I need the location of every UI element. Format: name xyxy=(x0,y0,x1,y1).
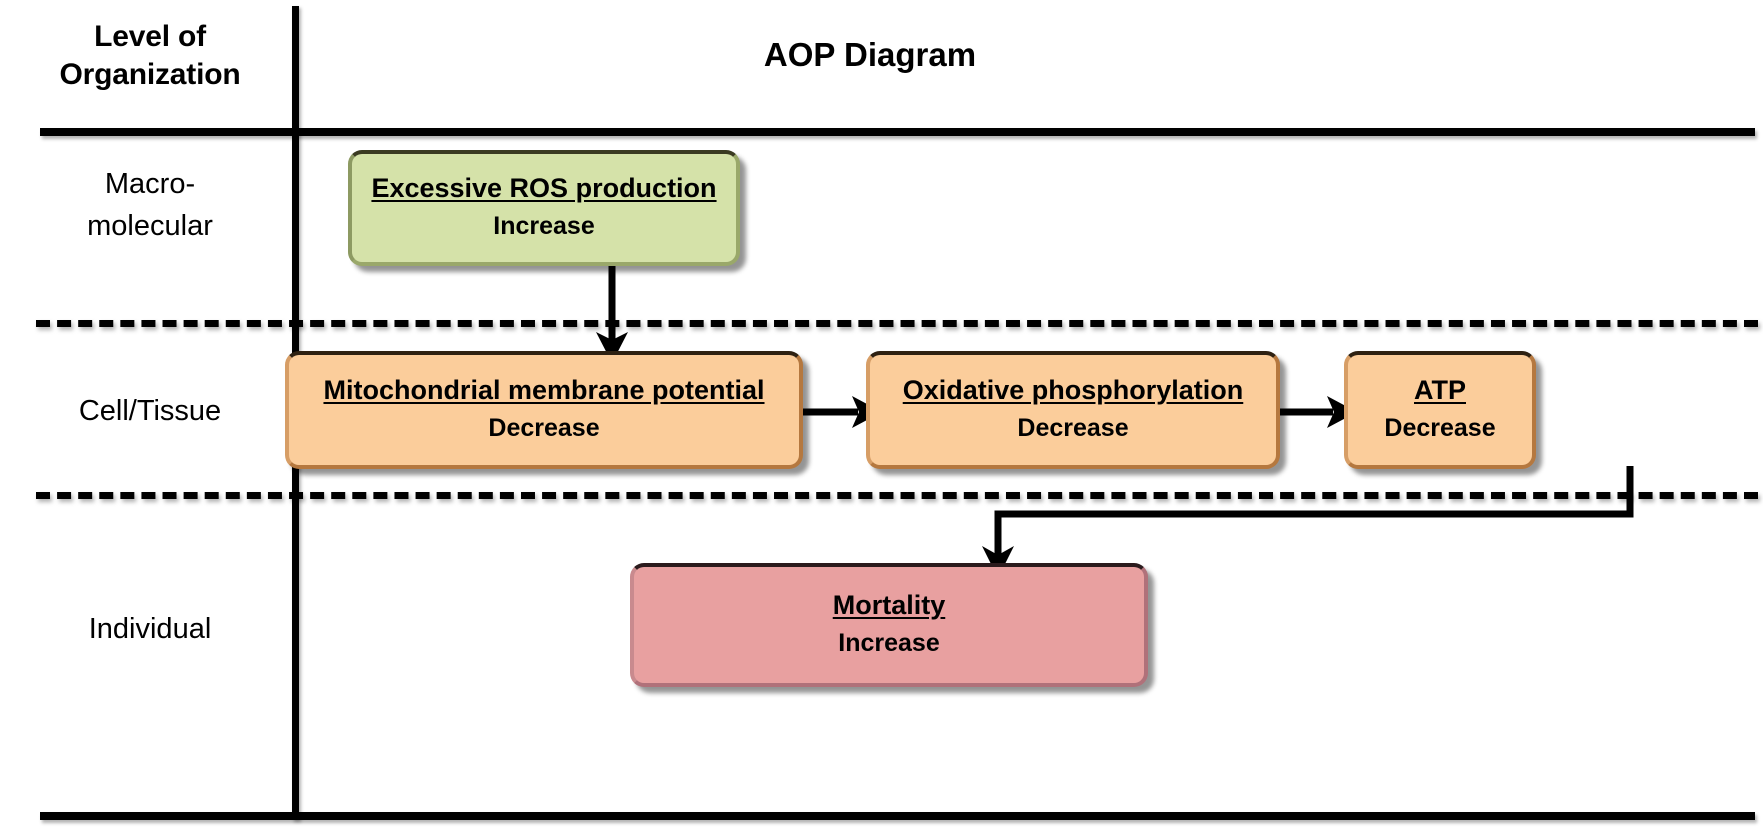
bottom-border-line xyxy=(40,812,1755,820)
node-direction-excessive-ros-production: Increase xyxy=(493,212,595,241)
node-title-mortality: Mortality xyxy=(832,590,946,621)
edge-oxidative-phosphorylation-to-atp xyxy=(1277,390,1367,434)
column-header-line-2: Organization xyxy=(59,58,241,92)
node-title-oxidative-phosphorylation: Oxidative phosphorylation xyxy=(902,375,1244,406)
node-oxidative-phosphorylation[interactable]: Oxidative phosphorylation Decrease xyxy=(866,351,1280,469)
level-label-macromolecular: Macro- molecular xyxy=(10,163,290,247)
node-atp[interactable]: ATP Decrease xyxy=(1344,351,1536,469)
node-mitochondrial-membrane-potential[interactable]: Mitochondrial membrane potential Decreas… xyxy=(285,351,803,469)
node-direction-mortality: Increase xyxy=(838,629,940,658)
edge-atp-to-mortality xyxy=(970,466,1670,586)
level-label-cell-tissue-line-1: Cell/Tissue xyxy=(78,395,222,427)
level-divider-cell-individual xyxy=(36,492,1758,499)
node-title-atp: ATP xyxy=(1414,375,1466,406)
node-excessive-ros-production[interactable]: Excessive ROS production Increase xyxy=(348,150,740,266)
node-direction-atp: Decrease xyxy=(1384,414,1496,443)
level-label-macromolecular-line-1: Macro- xyxy=(104,168,196,200)
level-label-individual: Individual xyxy=(10,608,290,650)
node-title-excessive-ros-production: Excessive ROS production xyxy=(371,173,717,204)
level-label-individual-line-1: Individual xyxy=(88,613,212,645)
edge-ros-to-mitochondrial-membrane-potential xyxy=(580,258,650,368)
level-divider-macromolecular-cell xyxy=(36,320,1758,327)
node-direction-mitochondrial-membrane-potential: Decrease xyxy=(488,414,600,443)
column-header-level-of-organization: Level of Organization xyxy=(10,18,290,95)
level-label-macromolecular-line-2: molecular xyxy=(87,210,213,243)
header-divider-line xyxy=(40,128,1755,136)
column-header-line-1: Level of xyxy=(94,20,206,53)
node-title-mitochondrial-membrane-potential: Mitochondrial membrane potential xyxy=(323,375,765,406)
page-title: AOP Diagram xyxy=(763,36,977,73)
level-label-cell-tissue: Cell/Tissue xyxy=(10,390,290,432)
node-direction-oxidative-phosphorylation: Decrease xyxy=(1017,414,1129,443)
node-mortality[interactable]: Mortality Increase xyxy=(630,563,1148,687)
